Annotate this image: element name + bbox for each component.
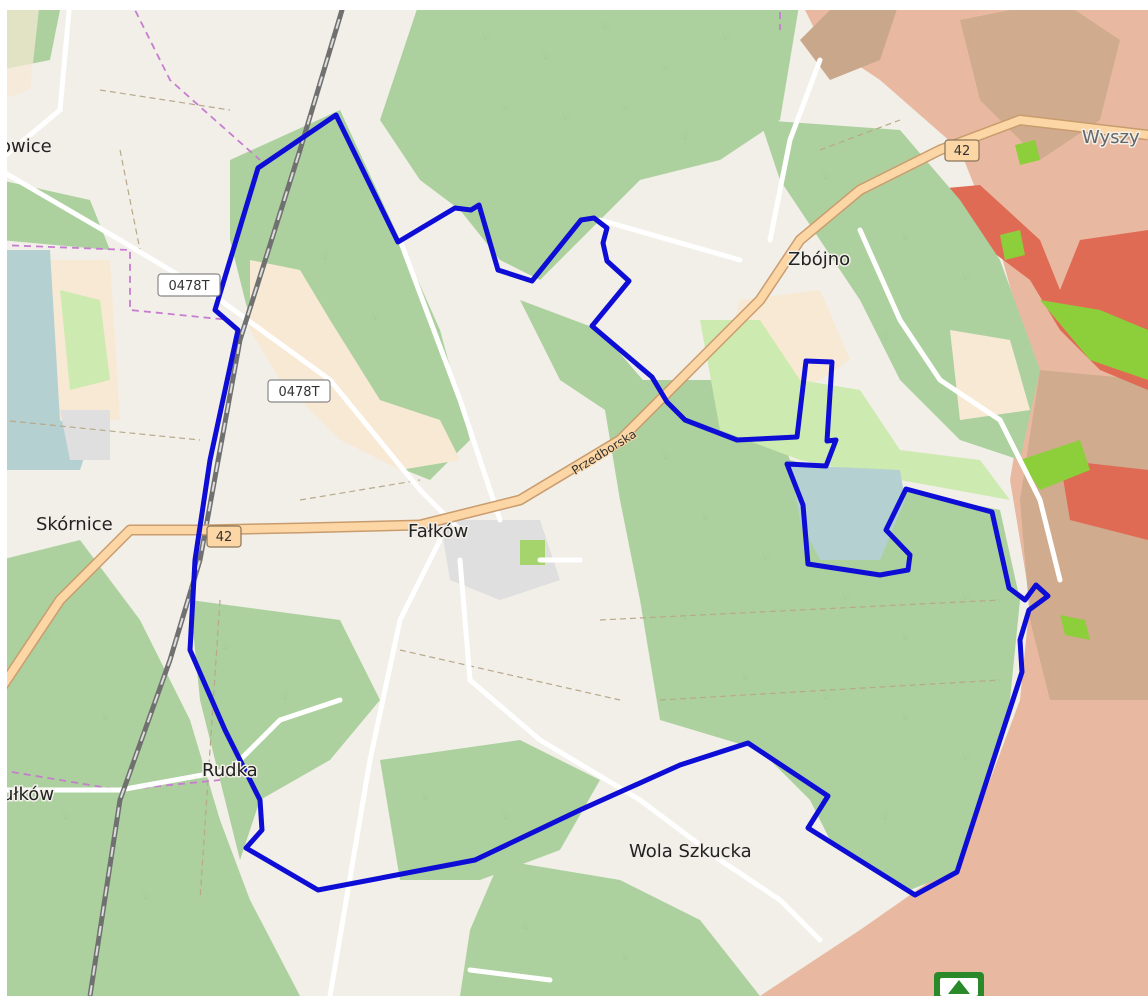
svg-text:♧: ♧ — [540, 49, 551, 63]
svg-text:♧: ♧ — [520, 919, 531, 933]
svg-text:♧: ♧ — [320, 249, 331, 263]
svg-text:♧: ♧ — [880, 329, 891, 343]
farmland-central — [250, 260, 460, 470]
forest-central — [520, 300, 660, 420]
brown-patch-north — [960, 0, 1120, 160]
bright-meadow-2 — [1000, 230, 1025, 260]
svg-text:♧: ♧ — [820, 169, 831, 183]
shield-42-east[interactable]: 42 — [944, 139, 980, 162]
forest-tree-symbols: ♧ ♧ ♧ ♧ ♧ ♧ ♧ ♧ ♧ ♧ ♧ ♧ ♧ ♧ ♧ ♧ ♧ ♧ ♧ ♧ ♧ ♧ ♧ ♧ ♧ ♧ ♧… — [40, 19, 971, 963]
bright-meadow-3 — [1020, 440, 1090, 490]
shield-42-west[interactable]: 42 — [206, 525, 242, 548]
svg-text:♧: ♧ — [960, 269, 971, 283]
frame-left — [0, 0, 7, 996]
minor-roads — [0, 0, 1063, 996]
red-reserve-south — [1060, 460, 1148, 540]
main-road-42 — [0, 114, 1148, 694]
svg-text:♧: ♧ — [370, 309, 381, 323]
svg-text:♧: ♧ — [620, 949, 631, 963]
shield-0478t-a-label: 0478T — [168, 279, 209, 294]
svg-text:♧: ♧ — [880, 809, 891, 823]
svg-text:♧: ♧ — [600, 19, 611, 33]
east-zone — [760, 0, 1148, 996]
svg-text:♧: ♧ — [900, 629, 911, 643]
forest-left-mid — [0, 180, 110, 250]
shield-0478t-a[interactable]: 0478T — [157, 273, 221, 297]
svg-text:♧: ♧ — [220, 639, 231, 653]
svg-text:♧: ♧ — [960, 749, 971, 763]
svg-text:♧: ♧ — [840, 589, 851, 603]
svg-text:♧: ♧ — [420, 789, 431, 803]
forest-far-southwest — [0, 540, 300, 996]
shield-0478t-b[interactable]: 0478T — [267, 379, 331, 403]
water-basin-east — [790, 465, 905, 560]
minor-tracks — [0, 89, 1001, 901]
place-label-skornice[interactable]: Skórnice — [35, 513, 115, 537]
forest-south-edge — [460, 860, 760, 996]
svg-text:♧: ♧ — [480, 29, 491, 43]
forest-northwest — [230, 110, 470, 480]
svg-text:♧: ♧ — [660, 59, 671, 73]
place-label-rudka[interactable]: Rudka — [201, 759, 260, 783]
study-area-boundary — [187, 112, 1051, 898]
bright-meadow-1 — [1040, 300, 1148, 380]
meadow-east — [700, 320, 1010, 500]
bright-meadow-4 — [1060, 615, 1090, 640]
svg-text:♧: ♧ — [900, 229, 911, 243]
svg-text:♧: ♧ — [500, 809, 511, 823]
forest-east — [600, 380, 1020, 890]
svg-text:♧: ♧ — [620, 99, 631, 113]
svg-text:♧: ♧ — [100, 709, 111, 723]
svg-text:♧: ♧ — [820, 689, 831, 703]
farmland-corner — [0, 0, 40, 100]
place-label-wyszy[interactable]: Wyszy — [1081, 126, 1142, 150]
svg-text:♧: ♧ — [960, 589, 971, 603]
residential-west — [60, 410, 110, 460]
place-label-lowice[interactable]: owice — [0, 135, 53, 159]
svg-text:♧: ♧ — [500, 99, 511, 113]
brown-patch-top — [800, 0, 900, 80]
forest-southwest — [190, 600, 380, 860]
svg-text:♧: ♧ — [140, 889, 151, 903]
frame-top — [0, 0, 1148, 10]
svg-text:♧: ♧ — [660, 449, 671, 463]
forest-south — [380, 740, 600, 880]
svg-text:♧: ♧ — [680, 129, 691, 143]
svg-text:♧: ♧ — [740, 669, 751, 683]
svg-text:♧: ♧ — [40, 629, 51, 643]
place-label-wola-szkucka[interactable]: Wola Szkucka — [628, 840, 754, 864]
svg-text:♧: ♧ — [700, 509, 711, 523]
svg-text:♧: ♧ — [60, 809, 71, 823]
water-west — [0, 250, 90, 470]
place-label-zbojno[interactable]: Zbójno — [787, 248, 852, 272]
nature-reserve-icon[interactable] — [934, 972, 984, 996]
svg-text:♧: ♧ — [720, 29, 731, 43]
bright-meadow-5 — [1015, 140, 1040, 165]
place-label-falkow[interactable]: Fałków — [407, 520, 470, 544]
svg-text:♧: ♧ — [280, 689, 291, 703]
railway — [87, 0, 348, 996]
forest-north — [380, 0, 800, 280]
svg-text:♧: ♧ — [560, 109, 571, 123]
svg-text:♧: ♧ — [900, 709, 911, 723]
meadow-west — [60, 290, 110, 390]
svg-text:♧: ♧ — [760, 549, 771, 563]
place-label-sulkow[interactable]: ułków — [1, 783, 56, 807]
shield-0478t-b-label: 0478T — [278, 385, 319, 400]
shield-42-east-label: 42 — [954, 144, 971, 159]
shield-42-west-label: 42 — [216, 530, 233, 545]
